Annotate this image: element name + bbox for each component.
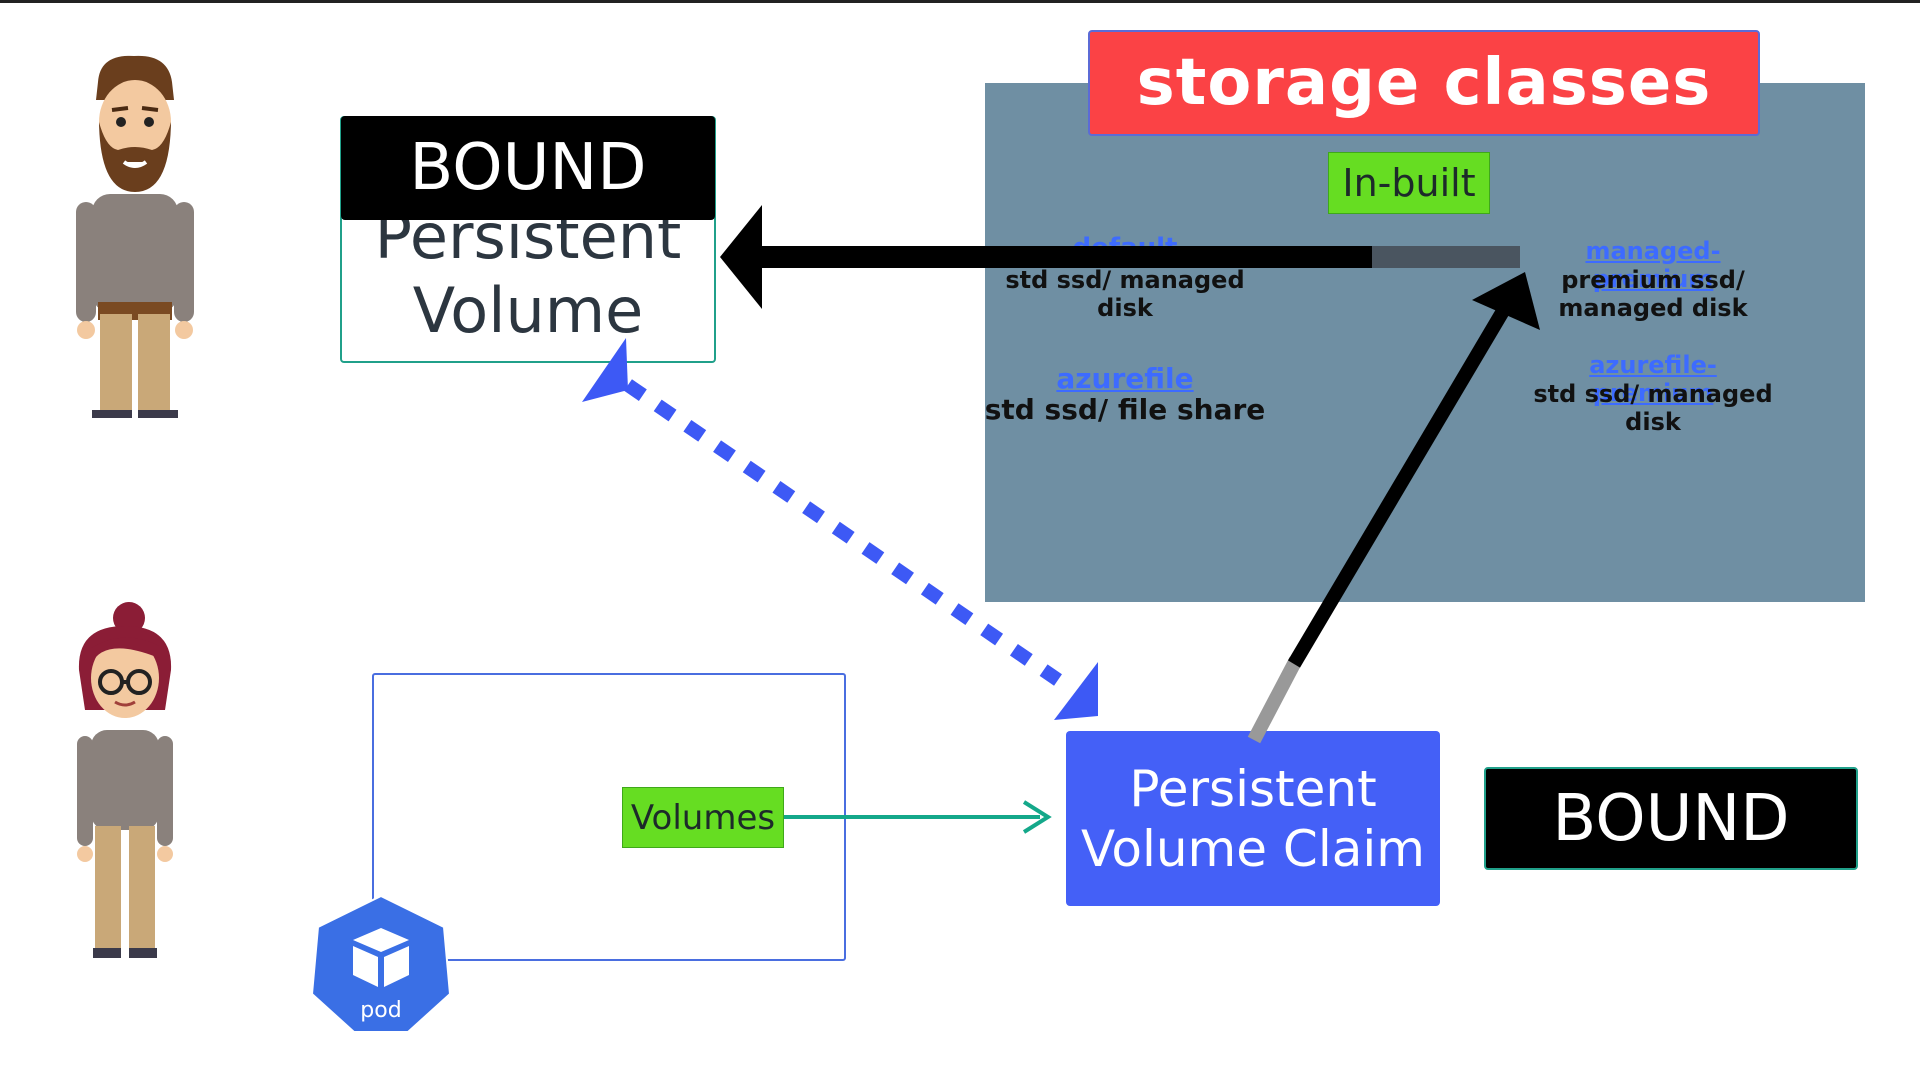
top-border bbox=[0, 0, 1920, 3]
bind-dotted-arrow-head-pv bbox=[582, 338, 628, 402]
pvc-bound-badge: BOUND bbox=[1484, 767, 1858, 870]
inbuilt-label: In-built bbox=[1328, 152, 1490, 214]
desc-line: premium ssd/ bbox=[1561, 266, 1745, 294]
storage-class-azurefile-premium-desc: std ssd/ managed disk bbox=[1530, 380, 1776, 436]
claim-arrow-head bbox=[1472, 272, 1540, 330]
storage-class-azurefile-premium-link[interactable]: azurefile-premium bbox=[1589, 351, 1717, 407]
pvc-label-line1: Persistent bbox=[1129, 759, 1377, 818]
storage-class-azurefile-desc: std ssd/ file share bbox=[984, 393, 1266, 426]
desc-line: disk bbox=[1097, 294, 1153, 322]
pv-bound-badge: BOUND bbox=[341, 116, 715, 220]
pvc-label-line2: Volume Claim bbox=[1081, 819, 1425, 878]
bind-dotted-arrow-head-pvc bbox=[1054, 662, 1098, 720]
developer-person-icon bbox=[77, 602, 173, 958]
volume-claim-arrow-head bbox=[1022, 800, 1052, 834]
desc-line: disk bbox=[1625, 408, 1681, 436]
storage-class-managed-premium-desc: premium ssd/ managed disk bbox=[1530, 266, 1776, 322]
pod-icon-label: pod bbox=[360, 998, 402, 1023]
pv-label-line2: Volume bbox=[412, 274, 644, 347]
desc-line: std ssd/ managed bbox=[1533, 380, 1773, 408]
admin-person-icon bbox=[76, 55, 194, 418]
persistent-volume-claim-box[interactable]: Persistent Volume Claim bbox=[1066, 731, 1440, 906]
storage-class-default-desc: std ssd/ managed disk bbox=[1000, 266, 1250, 322]
bind-dotted-arrow bbox=[624, 379, 1062, 686]
desc-line: managed disk bbox=[1558, 294, 1748, 322]
storage-class-azurefile-link[interactable]: azurefile bbox=[1056, 362, 1194, 395]
pod-hexagon-icon bbox=[310, 894, 452, 1033]
pod-icon: pod bbox=[308, 894, 454, 1034]
claim-arrow-shaft-faded bbox=[1247, 656, 1303, 744]
desc-line: std ssd/ managed bbox=[1005, 266, 1245, 294]
binding-arrow-head bbox=[720, 205, 762, 309]
claim-arrow-shaft bbox=[1287, 302, 1513, 668]
storage-classes-title: storage classes bbox=[1088, 30, 1760, 136]
storage-class-managed-premium-link[interactable]: managed-premium bbox=[1585, 237, 1721, 293]
volumes-label: Volumes bbox=[622, 787, 784, 848]
